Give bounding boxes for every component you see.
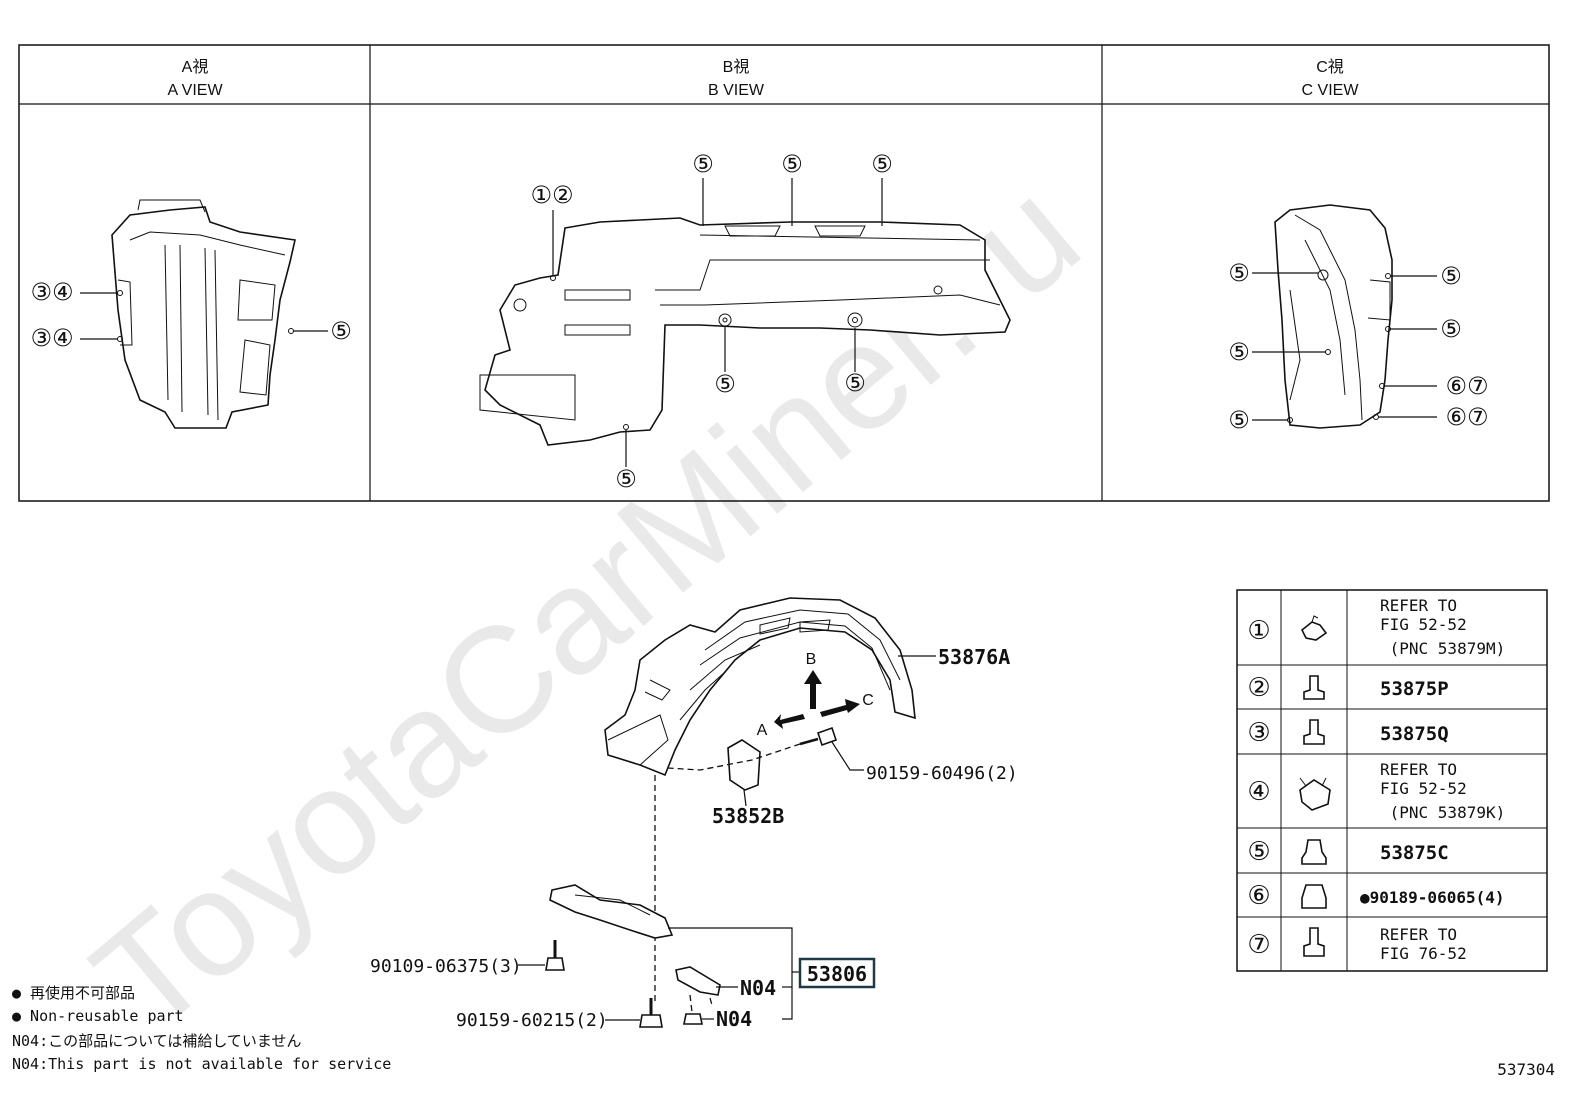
view-b-title-en: B VIEW (708, 82, 765, 99)
legend-text: FIG 52-52 (1380, 779, 1467, 798)
callout-6-7: ⑥⑦ (1445, 372, 1488, 400)
view-c-arrow (820, 699, 860, 717)
view-a-drawing: ③④ ③④ ⑤ (30, 199, 352, 429)
legend-text: 53875C (1380, 842, 1449, 864)
part-N04-label: N04 (716, 1007, 752, 1031)
callout-5: ⑤ (871, 150, 893, 178)
push-rivet-icon (1301, 839, 1327, 865)
callout-1-2: ①② (530, 181, 573, 209)
footnotes: ● 再使用不可部品 ● Non-reusable part N04:この部品につ… (12, 984, 391, 1073)
legend-num: ④ (1247, 777, 1270, 807)
view-c-drawing: ⑤ ⑤ ⑤ ⑤ ⑤ ⑥⑦ ⑥⑦ (1228, 204, 1489, 434)
views-panel: A視 A VIEW B視 B VIEW C視 C VIEW (18, 44, 1550, 502)
part-53806-box (798, 957, 876, 989)
view-c-title-en: C VIEW (1302, 82, 1360, 99)
part-90109-06375-label: 90109-06375(3) (370, 956, 522, 977)
legend-text: 53875Q (1380, 723, 1449, 745)
callout-5: ⑤ (1440, 262, 1462, 290)
note-non-reusable-en: ● Non-reusable part (12, 1007, 184, 1025)
fastener-legend-table: ① REFER TO FIG 52-52 (PNC 53879M) ② 5387… (1236, 589, 1548, 972)
push-clip-icon (1303, 675, 1325, 700)
view-b-title-jp: B視 (723, 58, 750, 76)
note-non-reusable-jp: ● 再使用不可部品 (12, 984, 135, 1002)
part-53852B-label: 53852B (712, 804, 784, 828)
figure-id: 537304 (1497, 1060, 1555, 1079)
legend-num: ② (1247, 673, 1270, 703)
callout-5: ⑤ (692, 150, 714, 178)
legend-text: ●90189-06065(4) (1360, 888, 1505, 907)
callout-5: ⑤ (615, 465, 637, 493)
part-53876A-label: 53876A (938, 645, 1010, 669)
arrow-b-label: B (806, 651, 817, 668)
callout-5: ⑤ (714, 370, 736, 398)
legend-num: ⑤ (1247, 837, 1270, 867)
legend-text: REFER TO (1380, 596, 1457, 615)
view-a-arrow (774, 714, 805, 729)
callout-5: ⑤ (781, 150, 803, 178)
legend-text: REFER TO (1380, 760, 1457, 779)
callout-3-4: ③④ (30, 278, 73, 306)
legend-text: FIG 76-52 (1380, 944, 1467, 963)
callout-5: ⑤ (1228, 259, 1250, 287)
part-90159-60496-label: 90159-60496(2) (866, 763, 1018, 784)
view-b-arrow (804, 670, 822, 709)
legend-text: 53875P (1380, 678, 1449, 700)
legend-num: ① (1247, 616, 1270, 646)
arrow-a-label: A (757, 722, 768, 739)
arrow-c-label: C (862, 692, 874, 709)
push-clip-icon (1303, 719, 1325, 745)
legend-num: ⑦ (1247, 930, 1270, 960)
view-b-drawing: ①② ⑤ ⑤ ⑤ ⑤ ⑤ ⑤ (479, 150, 1011, 493)
callout-3-4: ③④ (30, 324, 73, 352)
view-a-title-jp: A視 (182, 58, 209, 76)
clip-nut-icon (1299, 777, 1331, 811)
callout-5: ⑤ (1440, 315, 1462, 343)
callout-5: ⑤ (844, 369, 866, 397)
push-clip-icon (1303, 927, 1325, 957)
legend-text: FIG 52-52 (1380, 615, 1467, 634)
fender-liner-drawing: B A C 53876A 53852B (370, 597, 1018, 1031)
callout-5: ⑤ (1228, 338, 1250, 366)
part-N04-label: N04 (740, 976, 776, 1000)
legend-text: (PNC 53879M) (1380, 639, 1505, 658)
nut-icon (1301, 884, 1327, 909)
part-90159-60215-label: 90159-60215(2) (456, 1010, 608, 1031)
view-a-title-en: A VIEW (167, 82, 223, 99)
clip-nut-icon (1300, 615, 1328, 641)
part-53806-label: 53806 (807, 962, 867, 986)
legend-num: ③ (1247, 718, 1270, 748)
legend-text: (PNC 53879K) (1380, 803, 1505, 822)
legend-num: ⑥ (1247, 881, 1270, 911)
note-n04-en: N04:This part is not available for servi… (12, 1055, 391, 1073)
legend-text: REFER TO (1380, 925, 1457, 944)
callout-6-7: ⑥⑦ (1445, 403, 1488, 431)
callout-5: ⑤ (330, 317, 352, 345)
view-c-title-jp: C視 (1316, 58, 1344, 76)
note-n04-jp: N04:この部品については補給していません (12, 1032, 301, 1050)
callout-5: ⑤ (1228, 406, 1250, 434)
